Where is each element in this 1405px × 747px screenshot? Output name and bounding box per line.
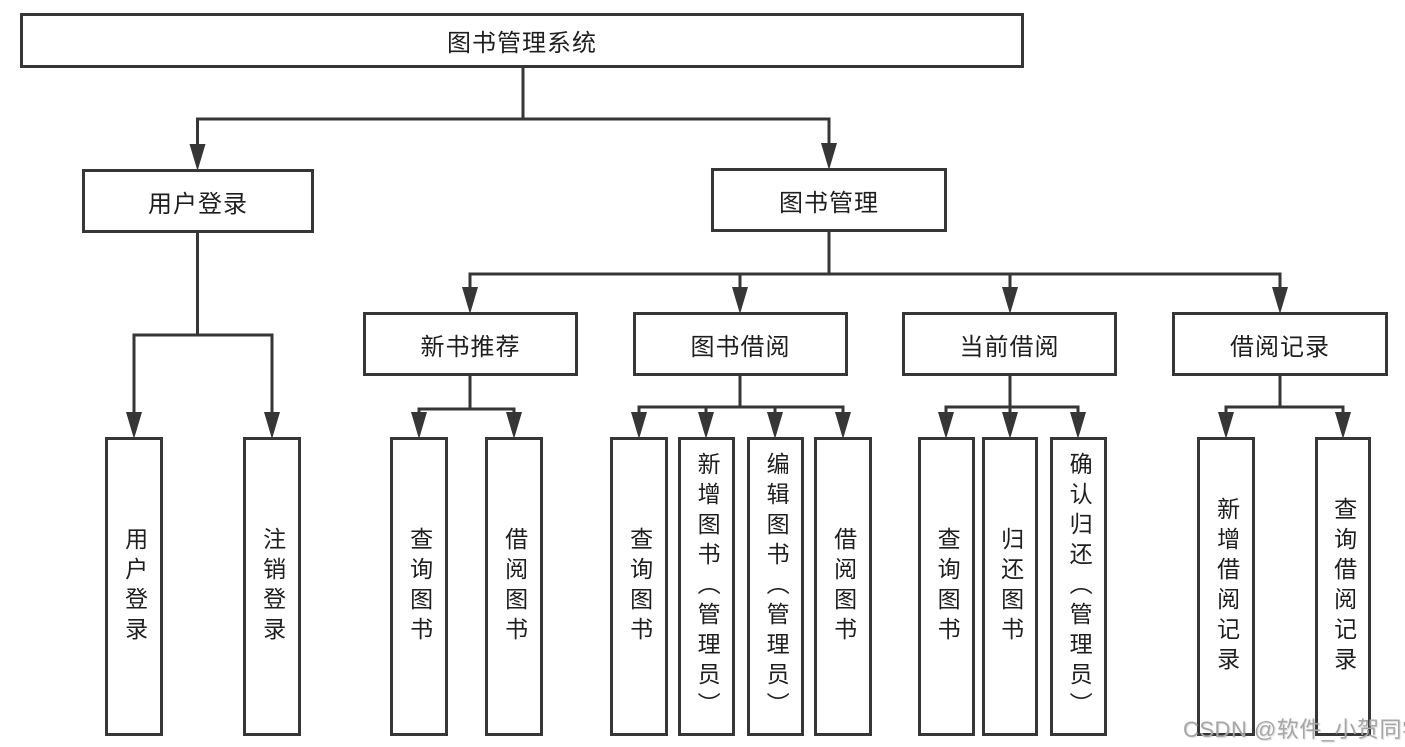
node-book-management: 图书管理	[711, 168, 947, 232]
leaf-add-books-admin: 新增图书（管理员）	[678, 437, 735, 736]
node-library-system: 图书管理系统	[20, 13, 1024, 68]
leaf-add-borrow-record: 新增借阅记录	[1197, 437, 1255, 736]
leaf-query-books-current: 查询图书	[918, 437, 975, 736]
leaf-confirm-return-admin: 确认归还（管理员）	[1050, 437, 1107, 736]
leaf-user-login: 用户登录	[105, 437, 163, 736]
leaf-query-borrow-record: 查询借阅记录	[1315, 437, 1371, 736]
node-user-login: 用户登录	[82, 169, 314, 233]
node-borrow-records: 借阅记录	[1172, 312, 1388, 376]
leaf-return-books: 归还图书	[982, 437, 1038, 736]
leaf-logout: 注销登录	[243, 437, 301, 736]
node-current-borrow: 当前借阅	[902, 312, 1117, 376]
leaf-query-books-recommend: 查询图书	[390, 437, 448, 736]
leaf-borrow-books-recommend: 借阅图书	[485, 437, 543, 736]
csdn-watermark: CSDN @软件_小贺同学	[1183, 717, 1405, 742]
leaf-query-books-borrow: 查询图书	[610, 437, 668, 736]
leaf-edit-books-admin: 编辑图书（管理员）	[747, 437, 804, 736]
leaf-borrow-books: 借阅图书	[814, 437, 872, 736]
node-book-borrow: 图书借阅	[633, 312, 848, 376]
node-new-book-recommend: 新书推荐	[363, 312, 578, 376]
